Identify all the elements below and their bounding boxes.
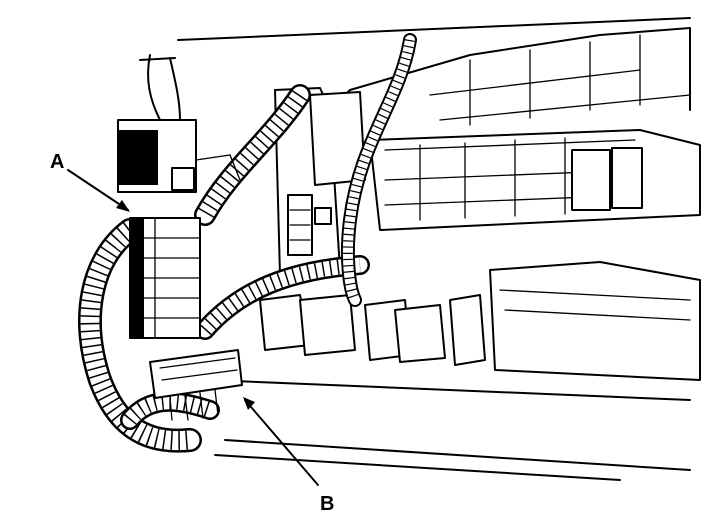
center-junction-block: [274, 87, 366, 276]
fuse-relay-box: [369, 34, 701, 231]
vertical-harness: [340, 33, 417, 307]
upper-connector: [117, 54, 241, 193]
wire-harness-tube: [78, 84, 370, 453]
callout-leaders: [67, 169, 319, 486]
callout-label-b: B: [320, 493, 334, 515]
callout-label-a: A: [50, 151, 64, 173]
connector-a: [129, 217, 201, 339]
connector-b: [149, 349, 243, 421]
relay-cluster: [259, 261, 701, 381]
